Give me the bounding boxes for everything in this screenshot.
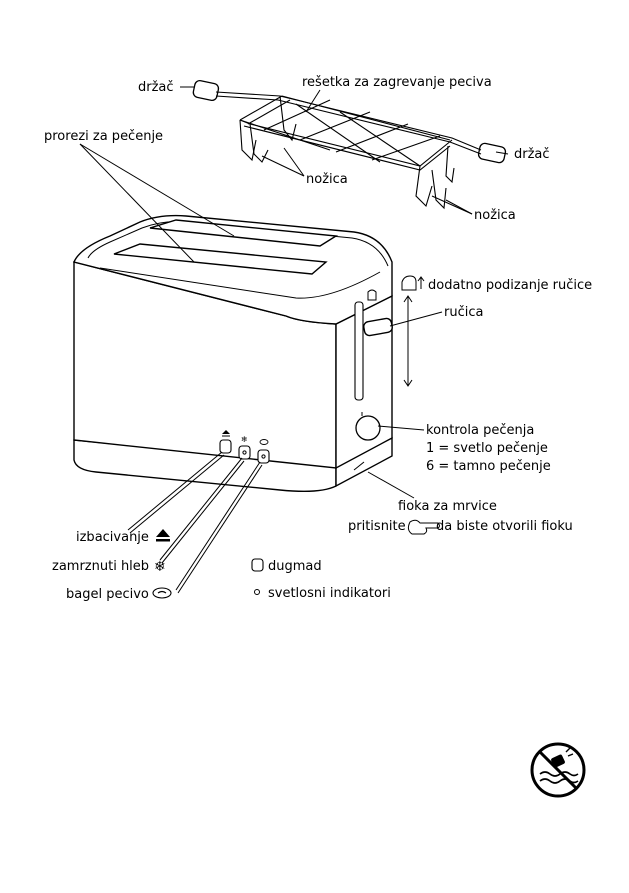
warming-rack xyxy=(192,79,507,210)
bagel-icon xyxy=(152,587,172,599)
label-legs-left: nožica xyxy=(306,172,348,187)
lift-mark xyxy=(367,289,377,301)
toasting-slot-2 xyxy=(113,243,328,275)
toast-lift-icon xyxy=(401,275,425,291)
label-extra-lift: dodatno podizanje ručice xyxy=(428,278,592,293)
label-eject: izbacivanje xyxy=(76,530,149,545)
no-water-immersion-icon xyxy=(530,742,586,798)
browning-knob xyxy=(355,415,381,441)
label-crumb-tray: fioka za mrvice xyxy=(398,499,497,514)
label-legs-right: nožica xyxy=(474,208,516,223)
legend-lights: svetlosni indikatori xyxy=(268,586,391,601)
label-holder-right: držač xyxy=(514,147,550,162)
button-icon xyxy=(251,558,264,572)
crumb-tray xyxy=(353,461,365,471)
button-bagel xyxy=(257,439,270,464)
rack-holder-left xyxy=(192,79,220,102)
toaster: ❄ xyxy=(73,214,393,493)
toasting-slot-1 xyxy=(149,219,339,247)
indicator-light-icon xyxy=(254,589,260,595)
snowflake-icon: ❄ xyxy=(154,559,166,575)
label-rack: rešetka za zagrevanje peciva xyxy=(302,75,492,90)
lever xyxy=(363,317,393,337)
label-holder-left: držač xyxy=(138,80,174,95)
label-press-prefix: pritisnite xyxy=(348,519,406,534)
eject-icon xyxy=(156,529,170,542)
legend-buttons: dugmad xyxy=(268,559,322,574)
label-browning-control: kontrola pečenja xyxy=(426,423,534,438)
label-bagel: bagel pecivo xyxy=(66,587,149,602)
label-browning-light: 1 = svetlo pečenje xyxy=(426,441,548,456)
label-frozen: zamrznuti hleb xyxy=(52,559,149,574)
button-eject xyxy=(219,430,232,454)
label-lever: ručica xyxy=(444,305,483,320)
rack-holder-right xyxy=(477,142,507,164)
svg-text:❄: ❄ xyxy=(241,435,248,444)
label-slots: prorezi za pečenje xyxy=(44,129,163,144)
label-browning-dark: 6 = tamno pečenje xyxy=(426,459,551,474)
label-press-suffix: da biste otvorili fioku xyxy=(436,519,573,534)
button-frozen: ❄ xyxy=(238,435,251,460)
pointing-hand-icon xyxy=(407,519,440,535)
